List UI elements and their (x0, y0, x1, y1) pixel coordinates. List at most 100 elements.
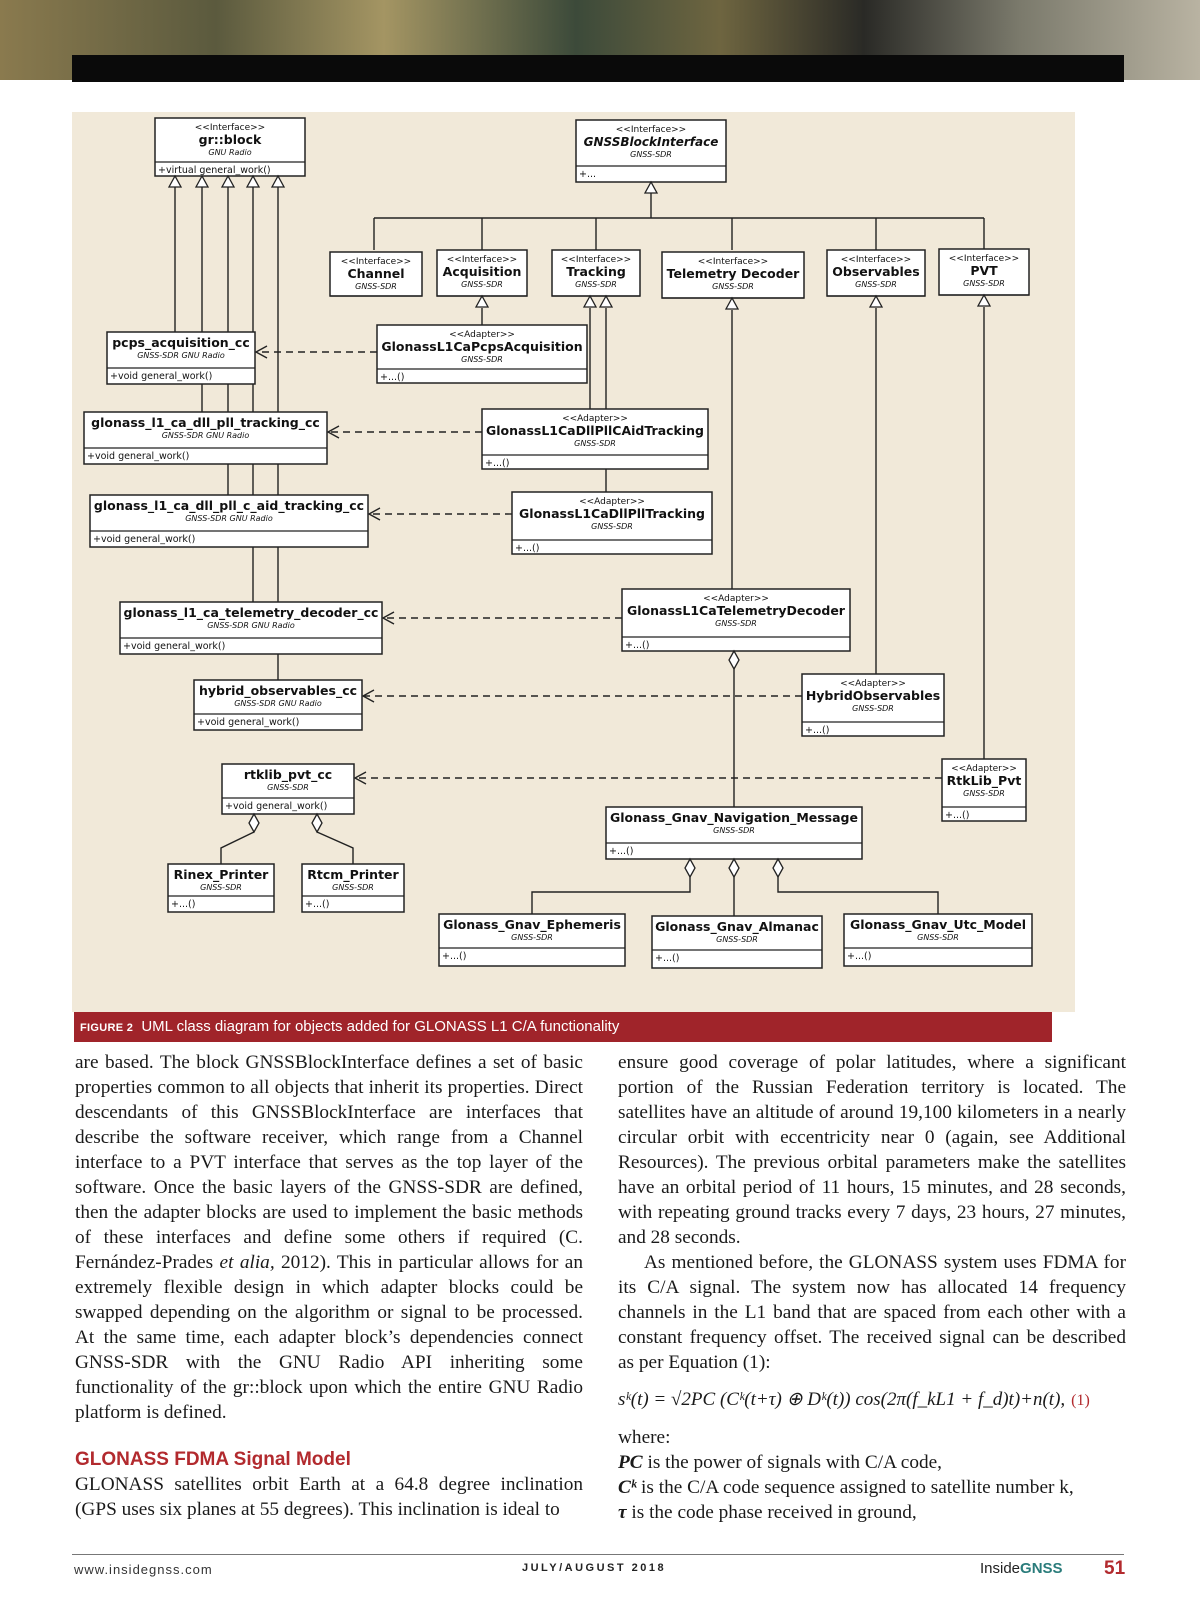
equation-number: (1) (1071, 1392, 1090, 1409)
class-name: GNSSBlockInterface (584, 135, 719, 149)
class-package: GNSS-SDR GNU Radio (162, 431, 250, 440)
section-heading: GLONASS FDMA Signal Model (75, 1447, 583, 1472)
inheritance-arrowhead (476, 296, 488, 307)
class-name: Glonass_Gnav_Almanac (655, 919, 819, 935)
uml-class-telcc: glonass_l1_ca_telemetry_decoder_ccGNSS-S… (120, 602, 382, 654)
inheritance-arrowhead (600, 296, 612, 307)
class-name: Glonass_Gnav_Ephemeris (443, 917, 621, 933)
aggregation-diamond (249, 814, 259, 832)
class-name: Glonass_Gnav_Utc_Model (850, 917, 1026, 933)
class-method: +...() (171, 899, 195, 910)
paragraph: GLONASS satellites orbit Earth at a 64.8… (75, 1472, 583, 1522)
where-label: where: (618, 1425, 1126, 1450)
class-method: +... (579, 169, 596, 180)
class-method: +...() (655, 953, 679, 964)
uml-class-channel: <<Interface>>ChannelGNSS-SDR (330, 252, 422, 296)
definition-symbol: τ (618, 1502, 627, 1523)
uml-class-caidadapter: <<Adapter>>GlonassL1CaDllPllCAidTracking… (482, 409, 708, 469)
class-name: GlonassL1CaPcpsAcquisition (381, 339, 582, 354)
inheritance-line (374, 182, 984, 218)
class-package: GNSS-SDR (461, 280, 503, 289)
class-name: glonass_l1_ca_dll_pll_tracking_cc (91, 415, 320, 431)
class-name: Telemetry Decoder (667, 266, 801, 281)
class-method: +...() (625, 640, 649, 651)
class-package: GNSS-SDR (461, 355, 503, 364)
uml-class-blockinterface: <<Interface>>GNSSBlockInterfaceGNSS-SDR+… (576, 120, 726, 182)
class-package: GNSS-SDR (712, 282, 754, 291)
brand-prefix: Inside (980, 1560, 1020, 1577)
class-package: GNSS-SDR (963, 279, 1005, 288)
definition-symbol: Cᵏ (618, 1477, 636, 1498)
inheritance-arrowhead (726, 298, 738, 309)
inheritance-arrowhead (272, 176, 284, 187)
footer-brand: InsideGNSS (980, 1560, 1063, 1577)
paragraph: are based. The block GNSSBlockInterface … (75, 1050, 583, 1425)
uml-class-hybadapter: <<Adapter>>HybridObservablesGNSS-SDR+...… (802, 674, 944, 736)
class-package: GNSS-SDR (511, 933, 553, 942)
footer-rule (72, 1554, 1124, 1555)
class-name: Rtcm_Printer (307, 867, 399, 883)
uml-class-tracking: <<Interface>>TrackingGNSS-SDR (552, 250, 640, 296)
uml-class-rtkcc: rtklib_pvt_ccGNSS-SDR+void general_work(… (222, 764, 354, 814)
header-black-bar (72, 55, 1124, 82)
inheritance-arrowhead (870, 296, 882, 307)
class-method: +...() (305, 899, 329, 910)
uml-class-caidtrk: glonass_l1_ca_dll_pll_c_aid_tracking_ccG… (90, 495, 368, 547)
class-method: +...() (945, 810, 969, 821)
class-name: GlonassL1CaTelemetryDecoder (627, 603, 846, 618)
class-name: RtkLib_Pvt (947, 773, 1022, 789)
definition-line: PC is the power of signals with C/A code… (618, 1450, 1126, 1475)
aggregation-diamond (685, 859, 695, 877)
class-method: +void general_work() (225, 801, 327, 812)
footer-url: www.insidegnss.com (74, 1562, 213, 1577)
class-method: +...() (847, 951, 871, 962)
class-name: GlonassL1CaDllPllCAidTracking (486, 423, 704, 438)
class-package: GNSS-SDR (355, 282, 397, 291)
definition-line: τ is the code phase received in ground, (618, 1500, 1126, 1525)
inheritance-arrowhead (247, 176, 259, 187)
class-package: GNSS-SDR (332, 883, 374, 892)
class-name: PVT (970, 263, 998, 278)
uml-class-hybcc: hybrid_observables_ccGNSS-SDR GNU Radio+… (194, 680, 362, 730)
class-name: hybrid_observables_cc (199, 683, 357, 699)
uml-class-navmsg: Glonass_Gnav_Navigation_MessageGNSS-SDR+… (606, 807, 862, 859)
class-package: GNSS-SDR (963, 789, 1005, 798)
aggregation-diamond (729, 859, 739, 877)
class-name: Channel (347, 266, 404, 281)
definition-symbol: PC (618, 1452, 643, 1473)
equation-body: sᵏ(t) = √2PC (Cᵏ(t+τ) ⊕ Dᵏ(t)) cos(2π(f_… (618, 1389, 1065, 1410)
uml-class-pcps: pcps_acquisition_ccGNSS-SDR GNU Radio+vo… (107, 332, 255, 384)
class-name: HybridObservables (806, 688, 940, 703)
class-method: +...() (380, 372, 404, 383)
class-name: Glonass_Gnav_Navigation_Message (610, 810, 858, 826)
class-method: +...() (609, 846, 633, 857)
footer-issue-date: JULY/AUGUST 2018 (522, 1562, 666, 1574)
class-name: glonass_l1_ca_dll_pll_c_aid_tracking_cc (94, 498, 364, 514)
class-name: rtklib_pvt_cc (244, 767, 332, 783)
class-package: GNSS-SDR GNU Radio (207, 621, 295, 630)
inheritance-arrowhead (584, 296, 596, 307)
class-method: +...() (515, 543, 539, 554)
equation: sᵏ(t) = √2PC (Cᵏ(t+τ) ⊕ Dᵏ(t)) cos(2π(f_… (618, 1387, 1126, 1413)
citation-emphasis: et alia, (220, 1252, 275, 1273)
class-package: GNSS-SDR (917, 933, 959, 942)
class-name: Tracking (566, 264, 626, 279)
aggregation-line (221, 832, 353, 864)
definition-line: Cᵏ is the C/A code sequence assigned to … (618, 1475, 1126, 1500)
brand-name: GNSS (1020, 1560, 1063, 1577)
figure-caption-text: UML class diagram for objects added for … (141, 1018, 619, 1035)
uml-class-acqadapter: <<Adapter>>GlonassL1CaPcpsAcquisitionGNS… (377, 325, 587, 383)
aggregation-diamond (312, 814, 322, 832)
class-method: +void general_work() (93, 534, 195, 545)
class-package: GNSS-SDR GNU Radio (137, 351, 225, 360)
figure-label: FIGURE 2 (80, 1022, 133, 1034)
left-text-column: are based. The block GNSSBlockInterface … (75, 1050, 583, 1522)
paragraph-text: are based. The block GNSSBlockInterface … (75, 1052, 583, 1273)
definition-text: is the C/A code sequence assigned to sat… (636, 1477, 1073, 1498)
class-method: +void general_work() (110, 371, 212, 382)
class-method: +void general_work() (87, 451, 189, 462)
figure-caption: FIGURE 2 UML class diagram for objects a… (74, 1012, 1052, 1042)
